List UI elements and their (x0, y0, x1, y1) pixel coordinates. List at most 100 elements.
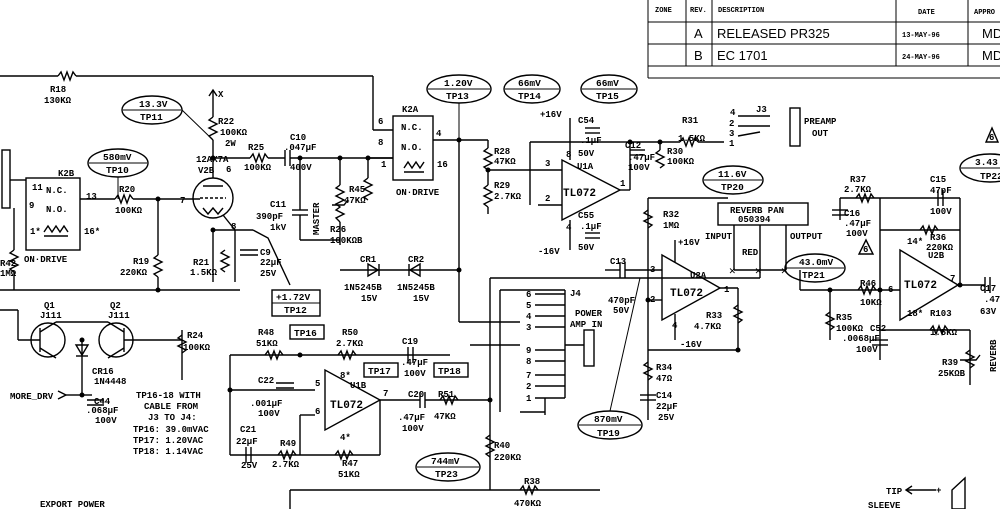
tp19: 870mV TP19 (577, 277, 643, 440)
c13-voltage: 50V (613, 306, 630, 316)
r51-value: 47KΩ (434, 412, 456, 422)
r20-value: 100KΩ (115, 206, 143, 216)
r42-ref: R42 (0, 259, 16, 269)
reverb-pan-output: OUTPUT (790, 232, 823, 242)
r34-ref: R34 (656, 363, 673, 373)
c19-voltage: 100V (404, 369, 426, 379)
jfet-section: Q1 J111 Q2 J111 R24 100KΩ CR16 1N4448 MO… (0, 301, 211, 426)
c20-ref: C20 (408, 390, 424, 400)
u1a-pin2: 2 (545, 194, 550, 204)
c13-ref: C13 (610, 257, 626, 267)
reverb-label: REVERB (989, 339, 999, 372)
cr1-part: 1N5245B (344, 283, 382, 293)
r18-group: R18 130KΩ (0, 70, 393, 131)
r37-ref: R37 (850, 175, 866, 185)
diodes-cr1-cr2: CR1 1N5245B 15V CR2 1N5245B 15V (340, 255, 459, 304)
u1a-pin8: 8 (566, 150, 571, 160)
c55-ref: C55 (578, 211, 594, 221)
tp10-name: TP10 (106, 165, 129, 176)
j4-pin6: 6 (526, 290, 531, 300)
tp10: 580mV TP10 (87, 148, 149, 199)
j3-ref: J3 (756, 105, 767, 115)
j4-pin5: 5 (526, 301, 531, 311)
r47-value: 51KΩ (338, 470, 360, 480)
r26-value: 100KΩB (330, 236, 363, 246)
tp13: 1.20V TP13 (426, 74, 492, 140)
rev-a-description: RELEASED PR325 (717, 26, 830, 41)
c22-voltage: 100V (258, 409, 280, 419)
note-line-4: TP16: 39.0mVAC (133, 425, 209, 435)
u2a-pin3: 3 (650, 265, 655, 275)
u2a-type: TL072 (670, 288, 703, 300)
c44-value: .068µF (86, 406, 118, 416)
j4-pin8: 8 (526, 357, 531, 367)
rev-flags: 6 6 (857, 126, 1000, 255)
k2a-nc: N.C. (401, 123, 423, 133)
reverb-pan-part: 050394 (738, 215, 771, 225)
c11-value: 390pF (256, 212, 283, 222)
k2b-pin13: 13 (86, 192, 97, 202)
tp19-voltage: 870mV (594, 414, 623, 425)
c52-ref: C52 (870, 324, 886, 334)
j4-ref: J4 (570, 289, 581, 299)
tp14-voltage: 66mV (518, 78, 541, 89)
r20-ref: R20 (119, 185, 135, 195)
c19-value: .47µF (401, 358, 428, 368)
rev-b-description: EC 1701 (717, 48, 768, 63)
u1b-pin4: 4* (340, 433, 351, 443)
r18-ref: R18 (50, 85, 66, 95)
c17-value: .47 (984, 295, 1000, 305)
c15-ref: C15 (930, 175, 946, 185)
tp21: 43.0mV TP21 (784, 253, 846, 283)
r46-value: 10KΩ (860, 298, 882, 308)
c54-voltage: 50V (578, 149, 595, 159)
tube-pin8: 8 (231, 222, 236, 232)
k2b-pin9: 9 (29, 201, 34, 211)
r22-power: 2W (225, 139, 236, 149)
r42-value: 1MΩ (0, 269, 17, 279)
c10-voltage: 400V (290, 163, 312, 173)
c12-value: .47µF (628, 153, 655, 163)
c44-voltage: 100V (95, 416, 117, 426)
j4-pin9: 9 (526, 346, 531, 356)
tp13-name: TP13 (446, 91, 469, 102)
u1b-ref: U1B (350, 381, 367, 391)
j3-pin3: 3 (729, 129, 734, 139)
c12-ref: C12 (625, 141, 641, 151)
r22-value: 100KΩ (220, 128, 248, 138)
u2b-pin7: 7 (950, 274, 955, 284)
r38-ref: R38 (524, 477, 540, 487)
r45-value: 47KΩ (344, 196, 366, 206)
u2b-pin14: 14* (907, 237, 923, 247)
q2-type: J111 (108, 311, 130, 321)
j3-pin2: 2 (729, 119, 734, 129)
tp12-box: +1.72V TP12 (271, 289, 321, 317)
cr2-ref: CR2 (408, 255, 424, 265)
tp15-voltage: 66mV (596, 78, 619, 89)
rev-a-code: A (694, 26, 703, 41)
j4-pin3: 3 (526, 323, 531, 333)
cr1-voltage: 15V (361, 294, 378, 304)
c52-value: .0068µF (842, 334, 880, 344)
opamp-u1b-section: TP16 R48 51KΩ R50 2.7KΩ C19 .47µF 100V T… (229, 324, 490, 480)
c21-value: 22µF (236, 437, 258, 447)
c20-voltage: 100V (402, 424, 424, 434)
relay-k2b: K2B 11 N.C. 9 N.O. 13 1* 16* ON·DRIVE (1, 149, 115, 265)
tp12-name: TP12 (284, 305, 307, 316)
rev-header-approval: APPRO (974, 9, 995, 17)
rev-header-description: DESCRIPTION (718, 7, 764, 15)
tp11: 13.3V TP11 (121, 95, 214, 141)
c19-ref: C19 (402, 337, 418, 347)
note-line-1: TP16-18 WITH (136, 391, 201, 401)
u1b-pin7: 7 (383, 389, 388, 399)
r42: R42 1MΩ (0, 238, 240, 291)
r21-value: 1.5KΩ (190, 268, 218, 278)
c20-value: .47µF (398, 413, 425, 423)
r49-ref: R49 (280, 439, 296, 449)
export-power-label: EXPORT POWER (40, 500, 105, 509)
tp21-voltage: 43.0mV (799, 257, 834, 268)
c17-voltage: 63V (980, 307, 997, 317)
r40-value: 220KΩ (494, 453, 522, 463)
r37-value: 2.7KΩ (844, 185, 872, 195)
r46-ref: R46 (860, 279, 876, 289)
